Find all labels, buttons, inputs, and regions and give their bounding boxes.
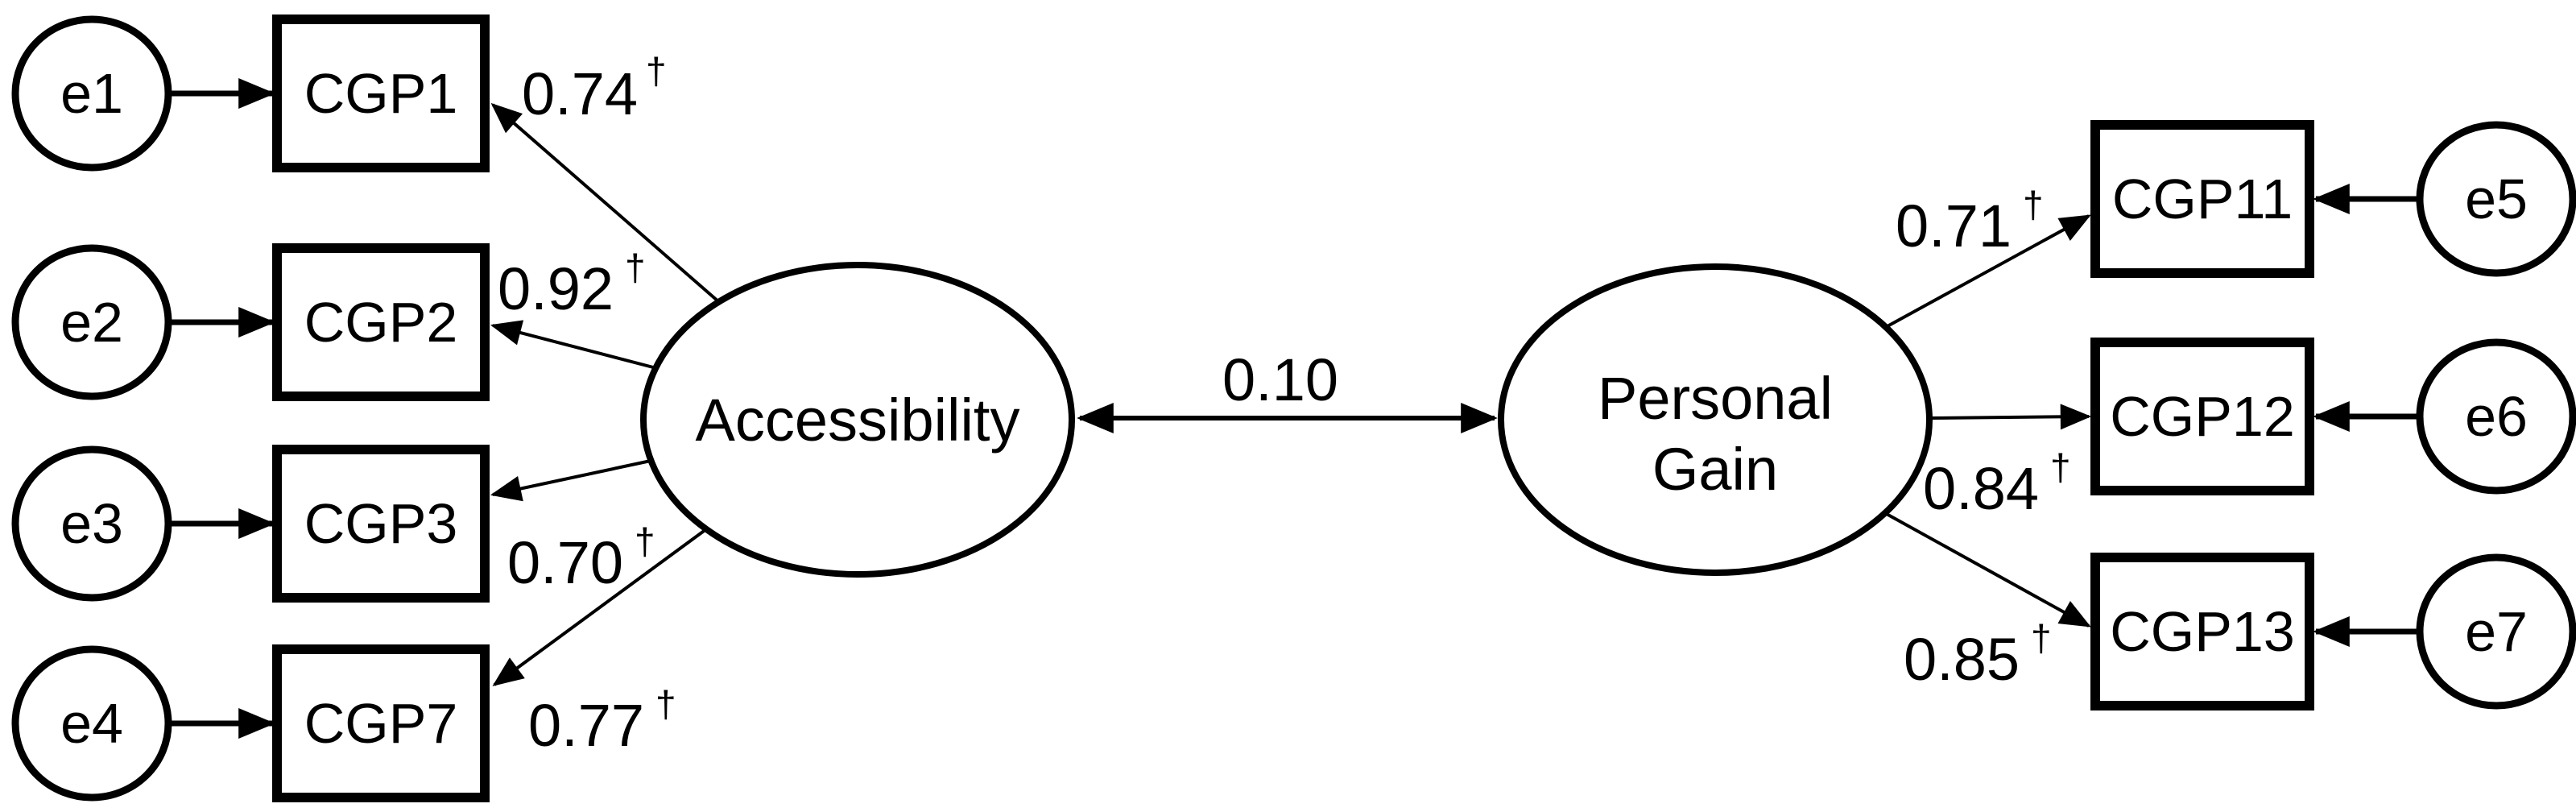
latent-label-accessibility: Accessibility [696,387,1020,454]
indicator-label-cgp1: CGP1 [304,62,458,125]
latent-label-personal: Personal [1598,365,1833,432]
loading-arrow-personal-gain-cgp12 [1929,404,2092,430]
error-circle-e4 [11,645,172,802]
indicator-box-cgp3 [272,445,490,603]
error-circle-e5 [2416,121,2576,277]
loading-arrow-accessibility-cgp3 [490,459,651,502]
dagger-cgp13: † [2031,617,2052,659]
covariance-label: 0.10 [1222,346,1338,413]
indicator-box-cgp12 [2090,338,2314,495]
loading-arrow-accessibility-cgp7 [492,528,708,686]
indicator-label-cgp13: CGP13 [2110,600,2295,663]
error-label-e6: e6 [2465,385,2528,448]
latent-ellipse-personal-gain [1498,263,1933,576]
loading-label-cgp1: 0.74 [522,60,638,127]
indicator-box-cgp11 [2090,120,2314,278]
error-circle-e3 [11,445,172,602]
error-circle-e6 [2416,338,2576,495]
dagger-cgp12: † [2050,446,2071,488]
indicator-box-cgp1 [272,14,490,172]
dagger-cgp1: † [646,50,667,92]
error-circle-e7 [2416,553,2576,710]
error-label-e2: e2 [60,291,123,354]
loading-label-cgp3: 0.70 [507,529,623,596]
indicator-label-cgp3: CGP3 [304,492,458,555]
error-circle-e2 [11,244,172,400]
indicator-box-cgp13 [2090,553,2314,710]
dagger-cgp11: † [2023,184,2044,226]
dagger-cgp2: † [625,246,646,288]
indicator-label-cgp12: CGP12 [2110,385,2295,448]
indicator-box-cgp2 [272,243,490,401]
indicator-label-cgp2: CGP2 [304,291,458,354]
loading-label-cgp7: 0.77 [528,692,644,759]
error-label-e7: e7 [2465,600,2528,663]
error-label-e3: e3 [60,492,123,555]
dagger-cgp3: † [635,520,655,562]
loading-label-cgp13: 0.85 [1904,626,2020,693]
loading-arrow-personal-gain-cgp13 [1884,512,2091,628]
indicator-box-cgp7 [272,644,490,802]
loading-label-cgp2: 0.92 [498,255,614,322]
dagger-cgp7: † [655,683,676,725]
indicator-label-cgp11: CGP11 [2112,168,2293,230]
error-label-e1: e1 [60,62,123,125]
loading-arrow-accessibility-cgp2 [490,320,657,370]
error-circle-e1 [11,15,172,172]
latent-ellipse-accessibility [640,262,1075,578]
loading-label-cgp12: 0.84 [1923,455,2039,522]
loading-arrow-personal-gain-cgp11 [1885,214,2091,329]
latent-label-gain: Gain [1652,436,1778,503]
error-label-e5: e5 [2465,168,2528,230]
loading-label-cgp11: 0.71 [1896,193,2012,259]
error-label-e4: e4 [60,692,123,755]
loading-arrow-accessibility-cgp1 [490,102,721,304]
indicator-label-cgp7: CGP7 [304,692,458,755]
